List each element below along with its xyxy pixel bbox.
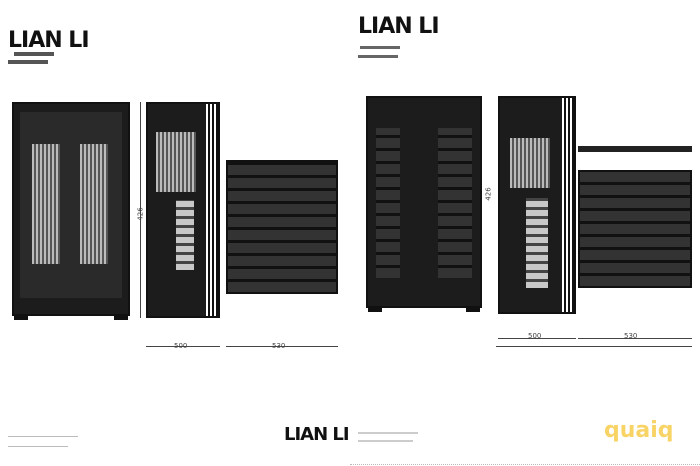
footer-line [8, 436, 78, 437]
overall-dimension-line [496, 346, 692, 347]
footer-line [8, 446, 68, 447]
case-foot [368, 306, 382, 312]
case-front-view [12, 102, 130, 316]
width-dimension-line [226, 346, 338, 347]
subtitle-line [360, 46, 400, 49]
brand-title-left: LIAN LI [8, 28, 90, 53]
case-side-view [146, 102, 220, 318]
width-label: 530 [272, 342, 286, 350]
depth-label: 500 [528, 332, 542, 340]
logo-right: quaiq [604, 418, 674, 443]
subtitle-line [8, 60, 48, 64]
case-foot [14, 314, 28, 320]
width-dimension-line [578, 338, 692, 339]
depth-dimension-line [146, 346, 220, 347]
case-top-view [226, 160, 338, 294]
dotted-divider [350, 464, 700, 465]
height-label: 426 [484, 187, 493, 201]
footer-line [358, 432, 418, 434]
case-side-view [498, 96, 576, 314]
width-label: 530 [624, 332, 638, 340]
height-dimension-line [140, 102, 141, 318]
case-front-view [366, 96, 482, 308]
height-label: 426 [136, 207, 145, 221]
depth-dimension-line [498, 338, 576, 339]
logo-left: LIAN LI [284, 424, 350, 445]
subtitle-line [358, 55, 398, 58]
subtitle-line [14, 52, 54, 56]
brand-title-right: LIAN LI [358, 14, 440, 39]
depth-label: 500 [174, 342, 188, 350]
footer-line [358, 440, 413, 442]
case-foot [466, 306, 480, 312]
case-foot [114, 314, 128, 320]
case-top-view [578, 170, 692, 288]
